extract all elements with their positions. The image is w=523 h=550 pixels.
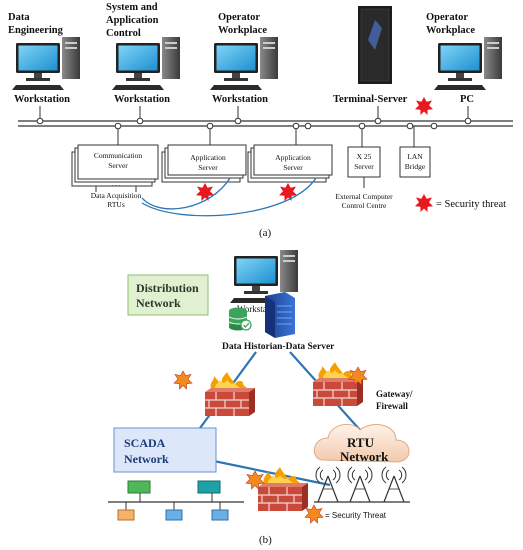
scada-bus [108,480,244,521]
security-threat-icon [279,183,297,201]
caption-a: (a) [259,227,272,239]
computer-icon [112,37,180,90]
computer-icon [210,37,278,90]
firewall-icon [204,371,256,417]
gateway-label-2: Firewall [376,401,408,411]
comm-server-dots: . . . [111,179,121,188]
scada-line2: Network [124,452,169,466]
security-threat-legend-icon [304,504,324,524]
ws3-title-line1: Operator [218,12,260,23]
ws4-label: Terminal-Server [333,94,408,105]
ws2-title-line2: Application [106,15,159,26]
external-label-2: Control Centre [342,201,387,210]
distribution-line2: Network [136,296,181,310]
gateway-label-1: Gateway/ [376,389,413,399]
server-icon [265,292,295,338]
workstation-pc: Operator Workplace PC [426,12,502,125]
app-server2-label-2: Server [283,163,303,172]
data-acquisition-label-2: RTUs [107,200,125,209]
x25-server: X 25 Server External Computer Control Ce… [335,122,393,210]
security-threat-icon [173,370,193,390]
application-server-1: Application Server [161,122,247,201]
part-a: Data Engineering Workstation System and … [8,2,513,239]
caption-b: (b) [259,534,272,546]
radio-tower-icon [381,466,407,503]
threat-path-2 [141,177,317,217]
terminal-server: Terminal-Server [333,6,408,125]
radio-tower-icon [347,466,373,503]
workstation-data-engineering: Data Engineering Workstation [8,12,80,125]
communication-server: Communication Server . . . Data Acquisit… [71,122,159,209]
data-acquisition-label-1: Data Acquisition [91,191,142,200]
app-server1-label-1: Application [190,153,226,162]
ws2-title-line1: System and [106,2,158,13]
distribution-line1: Distribution [136,281,199,295]
legend-security-threat: = Security threat [436,199,506,210]
scada-line1: SCADA [124,436,166,450]
ws1-title-line2: Engineering [8,25,64,36]
historian-label: Data Historian-Data Server [222,342,335,352]
lan-label-1: LAN [407,152,423,161]
rtu-line2: Network [340,449,389,464]
workstation-system-application-control: System and Application Control Workstati… [106,2,180,125]
security-threat-icon [415,97,433,115]
comm-server-label-2: Server [108,161,128,170]
ws5-title-line2: Workplace [426,25,475,36]
workstation-operator-workplace: Operator Workplace Workstation [210,12,278,125]
rtu-line1: RTU [347,435,375,450]
part-b: Distribution Network Workstation Data Hi… [108,250,413,546]
app-server2-label-1: Application [275,153,311,162]
security-threat-icon [196,183,214,201]
legend-security-threat-b: = Security Threat [325,511,387,520]
rtu-network-cloud: RTU Network [313,423,410,464]
external-label-1: External Computer [335,192,393,201]
computer-icon [12,37,80,90]
ws1-label: Workstation [14,94,70,105]
ws3-label: Workstation [212,94,268,105]
ws5-title-line1: Operator [426,12,468,23]
threat-path-1 [141,177,231,210]
ws2-title-line3: Control [106,28,141,39]
ws3-title-line2: Workplace [218,25,267,36]
lan-bridge: LAN Bridge [399,126,431,178]
database-icon [228,307,252,331]
lan-label-2: Bridge [405,162,426,171]
ws1-title-line1: Data [8,12,30,23]
computer-icon [434,37,502,90]
x25-label-2: Server [354,162,374,171]
distribution-network-box [127,274,209,316]
application-server-2: Application Server [247,122,333,201]
security-threat-legend-icon [415,194,433,212]
ws5-label: PC [460,94,474,105]
firewall-icon [257,466,309,512]
x25-label-1: X 25 [357,152,372,161]
ws2-label: Workstation [114,94,170,105]
comm-server-label-1: Communication [94,151,143,160]
scada-network-box [113,427,217,473]
workstation-b-label: Workstation [237,304,281,314]
app-server1-label-2: Server [198,163,218,172]
